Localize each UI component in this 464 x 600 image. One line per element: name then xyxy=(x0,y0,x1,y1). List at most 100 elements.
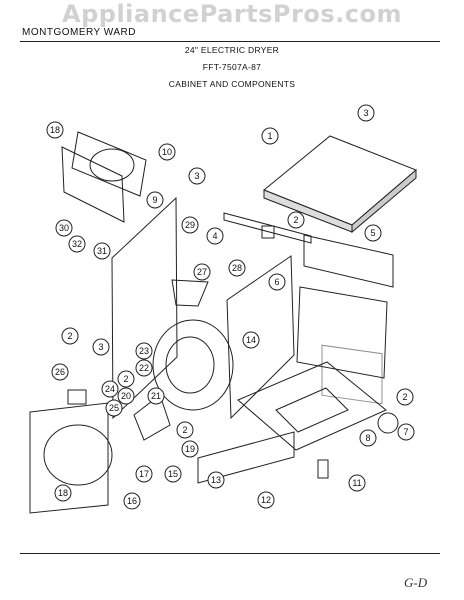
door-outer xyxy=(61,146,125,223)
svg-text:7: 7 xyxy=(403,427,408,437)
svg-text:17: 17 xyxy=(139,469,149,479)
svg-text:9: 9 xyxy=(152,195,157,205)
svg-text:31: 31 xyxy=(97,246,107,256)
callout-23: 23 xyxy=(135,342,153,360)
svg-text:4: 4 xyxy=(212,231,217,241)
part-26 xyxy=(67,389,87,405)
callout-2a: 2 xyxy=(287,211,305,229)
callout-21: 21 xyxy=(147,387,165,405)
callout-8: 8 xyxy=(359,429,377,447)
callout-25: 25 xyxy=(105,399,123,417)
callout-7: 7 xyxy=(397,423,415,441)
svg-text:27: 27 xyxy=(197,267,207,277)
callout-12: 12 xyxy=(257,491,275,509)
model-number: FFT-7507A-87 xyxy=(202,62,262,72)
callout-3a: 3 xyxy=(357,104,375,122)
svg-text:30: 30 xyxy=(59,223,69,233)
svg-text:2: 2 xyxy=(182,425,187,435)
callout-1: 1 xyxy=(261,127,279,145)
callout-27: 27 xyxy=(193,263,211,281)
callout-18a: 18 xyxy=(46,121,64,139)
header-rule xyxy=(20,41,440,42)
callout-15: 15 xyxy=(164,465,182,483)
callout-3b: 3 xyxy=(188,167,206,185)
svg-text:29: 29 xyxy=(185,220,195,230)
svg-text:8: 8 xyxy=(365,433,370,443)
svg-text:11: 11 xyxy=(352,478,361,488)
svg-text:6: 6 xyxy=(274,277,279,287)
drum-front xyxy=(152,319,234,411)
svg-text:3: 3 xyxy=(363,108,368,118)
callout-2e: 2 xyxy=(176,421,194,439)
handwritten-mark: G-D xyxy=(404,575,428,590)
leveling-leg xyxy=(317,459,329,479)
svg-text:2: 2 xyxy=(402,392,407,402)
svg-text:13: 13 xyxy=(211,475,221,485)
brand-header: MONTGOMERY WARD xyxy=(22,27,136,38)
base-assembly xyxy=(237,361,387,451)
svg-text:22: 22 xyxy=(139,363,149,373)
svg-text:28: 28 xyxy=(232,263,242,273)
svg-text:23: 23 xyxy=(139,346,149,356)
callout-24: 24 xyxy=(101,380,119,398)
svg-text:32: 32 xyxy=(72,239,82,249)
callout-2c: 2 xyxy=(117,370,135,388)
top-bracket xyxy=(223,212,312,244)
footer-rule xyxy=(20,553,440,554)
callout-28: 28 xyxy=(228,259,246,277)
callout-31: 31 xyxy=(93,242,111,260)
callout-29: 29 xyxy=(181,216,199,234)
callout-11: 11 xyxy=(348,474,366,492)
left-side-panel xyxy=(111,196,178,420)
callout-17: 17 xyxy=(135,465,153,483)
svg-text:3: 3 xyxy=(194,171,199,181)
svg-text:16: 16 xyxy=(127,496,137,506)
callout-20: 20 xyxy=(117,387,135,405)
svg-text:10: 10 xyxy=(162,147,172,157)
svg-text:20: 20 xyxy=(121,391,131,401)
diagram-title: 24" ELECTRIC DRYER xyxy=(184,45,280,55)
svg-text:12: 12 xyxy=(261,495,271,505)
svg-text:18: 18 xyxy=(58,488,68,498)
callout-5: 5 xyxy=(364,224,382,242)
svg-text:1: 1 xyxy=(267,131,272,141)
front-panel xyxy=(29,402,109,514)
inner-side-panel xyxy=(226,255,295,420)
svg-text:5: 5 xyxy=(370,228,375,238)
door-opening xyxy=(43,424,113,486)
svg-text:3: 3 xyxy=(98,342,103,352)
svg-text:2: 2 xyxy=(293,215,298,225)
callout-19: 19 xyxy=(181,440,199,458)
callout-30: 30 xyxy=(55,219,73,237)
svg-text:19: 19 xyxy=(185,444,195,454)
callout-2b: 2 xyxy=(61,327,79,345)
callout-13: 13 xyxy=(207,471,225,489)
bracket-block xyxy=(261,225,275,239)
callout-18b: 18 xyxy=(54,484,72,502)
top-panel xyxy=(263,135,417,234)
callout-6: 6 xyxy=(268,273,286,291)
callout-32: 32 xyxy=(68,235,86,253)
back-panel xyxy=(303,234,394,288)
callout-16: 16 xyxy=(123,492,141,510)
toe-kick xyxy=(197,431,295,484)
callout-10: 10 xyxy=(158,143,176,161)
svg-text:26: 26 xyxy=(55,367,65,377)
svg-text:15: 15 xyxy=(168,469,178,479)
right-side-panel xyxy=(296,286,388,379)
svg-text:2: 2 xyxy=(67,331,72,341)
svg-text:14: 14 xyxy=(246,335,256,345)
callout-9: 9 xyxy=(146,191,164,209)
callout-14: 14 xyxy=(242,331,260,349)
callout-26: 26 xyxy=(51,363,69,381)
lint-filter xyxy=(171,279,209,307)
callout-4: 4 xyxy=(206,227,224,245)
callout-3c: 3 xyxy=(92,338,110,356)
section-title: CABINET AND COMPONENTS xyxy=(168,79,296,89)
svg-text:24: 24 xyxy=(105,384,115,394)
callout-22: 22 xyxy=(135,359,153,377)
svg-text:21: 21 xyxy=(151,391,161,401)
svg-text:18: 18 xyxy=(50,125,60,135)
svg-text:25: 25 xyxy=(109,403,119,413)
